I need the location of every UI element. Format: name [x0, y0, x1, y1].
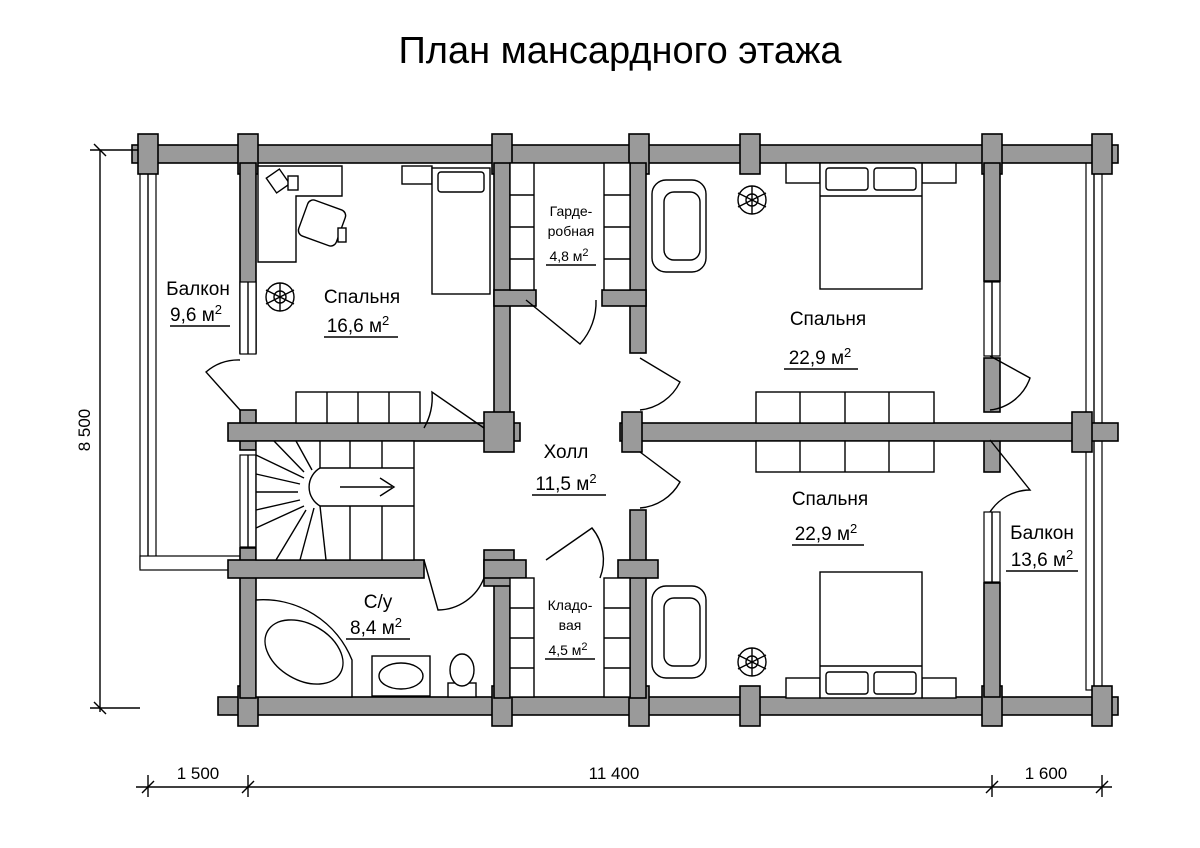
- corner-bathtub: [255, 599, 353, 698]
- window-left-lower: [239, 454, 257, 548]
- room-area-bedroom-left: 16,6 м2: [327, 313, 390, 337]
- storage-shelves: [509, 577, 631, 698]
- bench-top-right: [755, 391, 935, 424]
- window-right-lower: [983, 511, 1001, 583]
- office-chair: [297, 199, 347, 247]
- room-name-storage-2: вая: [559, 617, 582, 633]
- stairs: [255, 440, 415, 561]
- room-name-bedroom-left: Спальня: [324, 287, 400, 308]
- window-right-upper: [983, 281, 1001, 357]
- room-name-hall: Холл: [544, 442, 589, 463]
- room-name-wardrobe-2: робная: [548, 223, 595, 239]
- room-area-bathroom: 8,4 м2: [350, 615, 402, 639]
- desk: [257, 165, 343, 263]
- dim-middle: 11 400: [589, 764, 640, 783]
- room-area-balcony-left: 9,6 м2: [170, 302, 222, 326]
- room-area-wardrobe: 4,8 м2: [549, 247, 588, 264]
- bed-double-top: [785, 162, 957, 290]
- bench-bottom-right: [755, 440, 935, 473]
- room-area-bedroom-top-right: 22,9 м2: [789, 345, 852, 369]
- room-area-storage: 4,5 м2: [548, 641, 587, 658]
- room-name-storage: Кладо-: [548, 597, 593, 613]
- room-name-wardrobe: Гарде-: [550, 203, 593, 219]
- bed-single: [401, 165, 491, 295]
- dim-height: 8 500: [75, 409, 94, 452]
- sink: [371, 655, 431, 697]
- plan-title: План мансардного этажа: [398, 30, 842, 72]
- dim-right: 1 600: [1025, 764, 1068, 783]
- dimension-lines: [90, 143, 1112, 797]
- plant-icon: [737, 185, 767, 215]
- wardrobe-shelves: [509, 162, 631, 291]
- room-area-balcony-right: 13,6 м2: [1011, 547, 1074, 571]
- room-name-bedroom-top-right: Спальня: [790, 309, 866, 330]
- balcony-left-outline: [139, 161, 241, 571]
- toilet: [447, 653, 477, 698]
- room-name-bedroom-bottom-right: Спальня: [792, 489, 868, 510]
- room-name-balcony-left: Балкон: [166, 279, 230, 300]
- sofa-top: [651, 179, 707, 273]
- plant-icon: [265, 282, 295, 312]
- plant-icon: [737, 647, 767, 677]
- dim-left: 1 500: [177, 764, 220, 783]
- bed-double-bottom: [785, 571, 957, 699]
- room-name-bathroom: С/у: [364, 592, 393, 613]
- room-area-hall: 11,5 м2: [535, 471, 596, 495]
- bench-hall: [295, 391, 421, 424]
- room-name-balcony-right: Балкон: [1010, 523, 1074, 544]
- sofa-bottom: [651, 585, 707, 679]
- window-left-upper: [239, 281, 257, 355]
- doors: [205, 299, 1032, 611]
- room-area-bedroom-bottom-right: 22,9 м2: [795, 521, 858, 545]
